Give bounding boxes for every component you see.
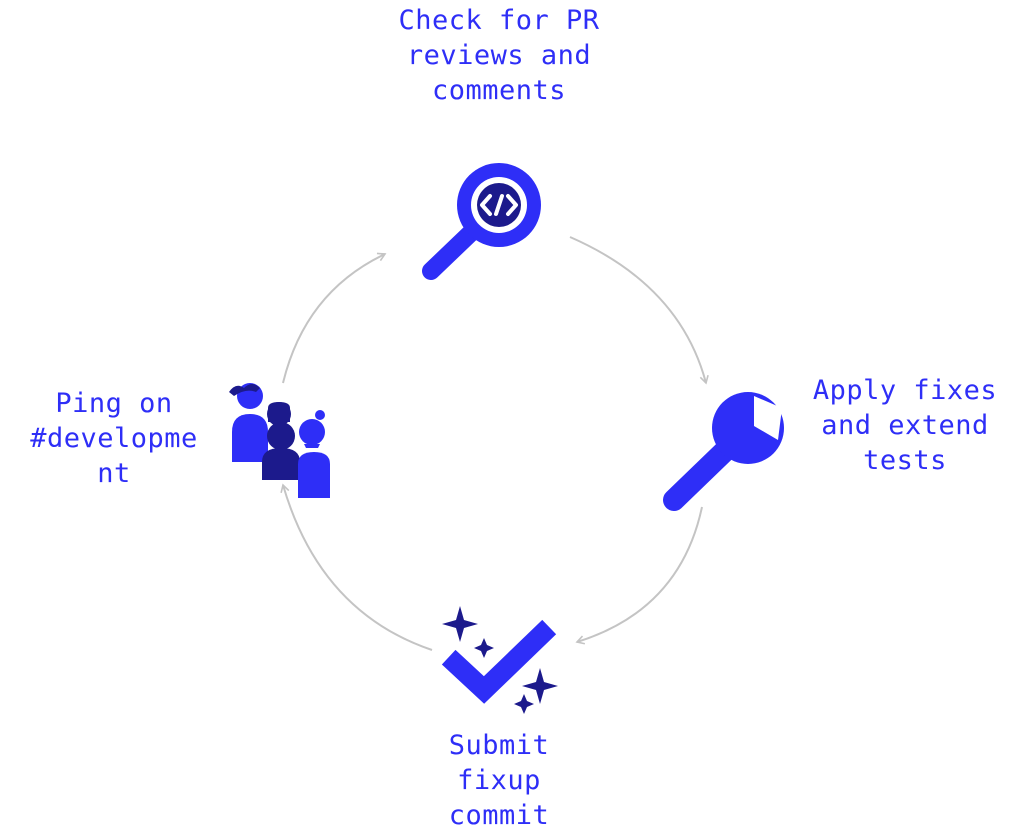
step-label-review: Check for PR reviews and comments: [398, 5, 600, 106]
people-group-icon: [226, 378, 334, 498]
arrow-review-to-fixes: [569, 236, 709, 385]
step-label-ping: Ping on #developme nt: [30, 388, 198, 489]
sparkle-check-icon: [438, 604, 562, 720]
magnifier-code-icon: [419, 161, 547, 289]
step-label-fixes: Apply fixes and extend tests: [812, 375, 998, 476]
wrench-icon: [658, 388, 788, 518]
arrow-commit-to-ping: [280, 483, 433, 651]
arrow-fixes-to-commit: [575, 506, 703, 645]
step-label-commit: Submit fixup commit: [448, 730, 550, 831]
arrow-ping-to-review: [282, 252, 387, 384]
